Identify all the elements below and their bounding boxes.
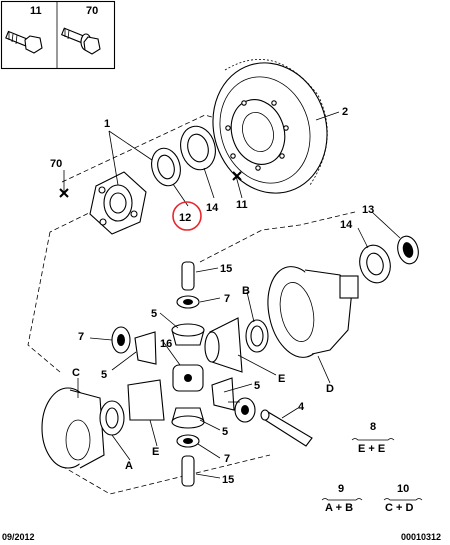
callout-12: 12	[179, 212, 191, 224]
planet-gear-right	[211, 377, 235, 411]
callout-5-upper: 5	[151, 308, 157, 320]
differential-housing	[267, 266, 359, 358]
kit-9-number: 9	[338, 483, 344, 495]
callout-14-right: 14	[340, 219, 353, 231]
pinion-shaft	[260, 409, 313, 447]
thrust-washer-a	[99, 400, 125, 436]
dashed-outline-upper	[61, 114, 216, 183]
legend-box: 11 70	[0, 0, 116, 70]
callout-e-right: E	[278, 373, 285, 385]
callout-7-upper: 7	[224, 293, 230, 305]
oil-seal-upper	[151, 147, 181, 187]
callout-70: 70	[50, 158, 62, 170]
bolt-washer-icon	[60, 27, 101, 55]
kit-8: 8 E + E	[351, 421, 395, 455]
legend-label-70: 70	[86, 5, 98, 17]
kit-10: 10 C + D	[383, 483, 423, 514]
bearing-right	[359, 244, 391, 284]
pinion-pin-upper	[181, 261, 195, 291]
highlight-circle	[172, 201, 202, 231]
footer-date: 09/2012	[2, 532, 35, 542]
planet-gear-bottom	[171, 407, 205, 429]
callout-2: 2	[342, 106, 348, 118]
side-gear-e-left	[127, 379, 165, 421]
spider-cross	[172, 364, 204, 392]
callout-5-lower: 5	[222, 426, 228, 438]
bearing-upper	[180, 125, 216, 171]
thrust-washer-b	[245, 319, 269, 353]
callout-5-left: 5	[101, 369, 107, 381]
cross-marker-70	[59, 188, 69, 198]
crown-gear	[212, 59, 328, 194]
kit-10-number: 10	[397, 483, 409, 495]
planet-washer-left	[111, 326, 131, 354]
callout-14-upper: 14	[206, 202, 219, 214]
bearing-flange	[89, 171, 147, 235]
washer-bottom	[176, 434, 200, 448]
cross-marker-11	[232, 171, 242, 181]
dashed-outline-lower-left	[27, 231, 61, 373]
callout-d: D	[326, 383, 334, 395]
pinion-pin-lower	[181, 455, 195, 487]
callout-16: 16	[160, 338, 172, 350]
callout-c: C	[72, 367, 80, 379]
callout-a: A	[125, 460, 133, 472]
dashed-outline-right	[199, 211, 356, 263]
side-gear-e-right	[204, 317, 243, 373]
callout-15-upper: 15	[220, 263, 232, 275]
bolt-icon	[5, 30, 43, 54]
callout-15-lower: 15	[222, 474, 234, 486]
washer-top	[176, 295, 200, 309]
dashed-outline-left	[49, 209, 96, 233]
callout-7-left: 7	[78, 331, 84, 343]
kit-9-formula: A + B	[325, 502, 353, 514]
callout-11: 11	[236, 199, 248, 211]
callout-7-lower: 7	[224, 453, 230, 465]
callout-13: 13	[362, 204, 374, 216]
callout-4: 4	[298, 401, 305, 413]
kit-8-number: 8	[370, 421, 376, 433]
callout-e-left: E	[152, 446, 159, 458]
oil-seal-right	[397, 235, 419, 265]
leader-lines	[63, 111, 401, 479]
planet-washer-right	[234, 397, 256, 423]
callout-1: 1	[104, 118, 110, 130]
kit-9: 9 A + B	[321, 483, 363, 514]
callout-labels: 1 2 70 12 14 11 13 14 15 B 7 5 7 16 5 E …	[50, 106, 374, 486]
callout-5-right: 5	[254, 380, 260, 392]
kit-8-formula: E + E	[358, 443, 385, 455]
footer-reference: 00010312	[401, 532, 441, 542]
planet-gear-top	[171, 323, 205, 346]
legend-label-11: 11	[30, 5, 42, 17]
planet-gear-left	[134, 331, 157, 365]
kit-10-formula: C + D	[385, 502, 413, 514]
differential-cover-c	[41, 387, 105, 469]
callout-b: B	[242, 285, 250, 297]
